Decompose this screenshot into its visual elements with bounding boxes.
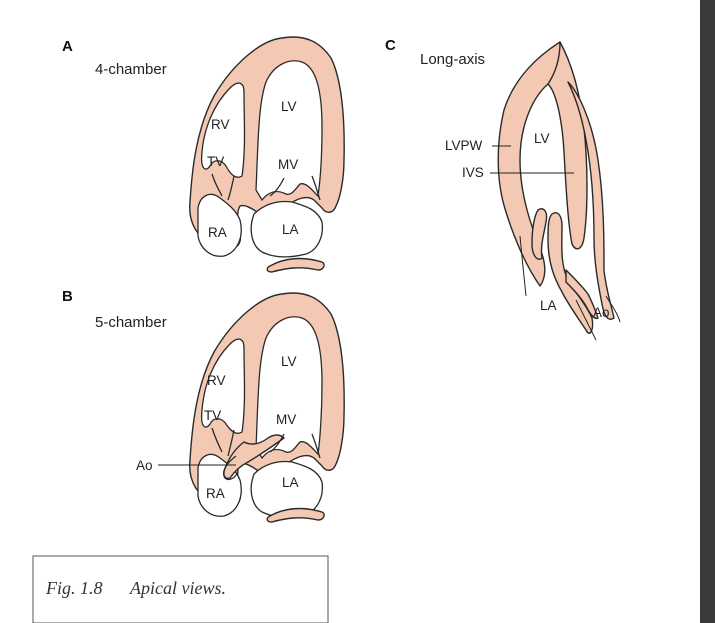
panel-a-lv-cavity	[255, 60, 323, 202]
panel-c-label-la: LA	[540, 298, 557, 313]
panel-c-posterior-mitral	[531, 208, 548, 260]
panel-c-posterior-wall	[497, 41, 562, 287]
panel-b-ao-loop	[222, 455, 239, 481]
panel-b-mv-leaflet	[269, 433, 321, 459]
panel-a-mv-leaflet	[269, 175, 321, 201]
panel-a-la-cavity	[250, 200, 324, 258]
panel-b-label-rv: RV	[207, 373, 226, 388]
panel-c-aortic-wall	[565, 269, 599, 320]
panel-c-anterior-wall	[567, 81, 615, 320]
panel-b-label-tv: TV	[204, 408, 221, 423]
panel-a-base-fragment	[266, 257, 325, 273]
panel-a-label-la: LA	[282, 222, 299, 237]
panel-a-ra-cavity	[197, 193, 242, 257]
panel-b-letter: B	[62, 288, 73, 305]
panel-b: B 5-chamber RV LV TV MV Ao RA LA	[62, 288, 345, 523]
panel-a-title: 4-chamber	[95, 61, 167, 78]
panel-c-la-wall-left	[519, 235, 527, 297]
panel-a-label-ra: RA	[208, 225, 227, 240]
panel-a-label-lv: LV	[281, 99, 297, 114]
panel-c-label-lv: LV	[534, 131, 550, 146]
panel-b-lv-cavity	[255, 316, 323, 460]
panel-b-label-lv: LV	[281, 354, 297, 369]
panel-a-letter: A	[62, 38, 73, 55]
caption-box	[32, 555, 329, 623]
panel-b-base-fragment	[266, 507, 325, 523]
caption-text: Apical views.	[129, 578, 226, 598]
page-edge-shadow	[700, 0, 715, 623]
caption-fig-number: Fig. 1.8	[45, 578, 103, 598]
panel-b-tv-leaflet	[211, 427, 235, 457]
panel-a-tv-leaflet	[211, 173, 235, 201]
panel-b-label-ao: Ao	[136, 458, 153, 473]
panel-c-letter: C	[385, 37, 396, 54]
panel-c-label-ao: Ao	[593, 305, 610, 320]
panel-b-la-cavity	[250, 460, 324, 518]
panel-a: A 4-chamber RV LV TV MV RA LA	[62, 36, 345, 273]
panel-c-la-wall-right	[575, 299, 597, 341]
panel-b-rv-cavity	[200, 338, 246, 434]
panel-a-rv-cavity	[200, 82, 246, 178]
panel-c-label-lvpw: LVPW	[445, 138, 483, 153]
panel-b-label-la: LA	[282, 475, 299, 490]
panel-b-label-mv: MV	[276, 412, 296, 427]
panel-c-title: Long-axis	[420, 51, 485, 68]
panel-c: C Long-axis LVPW IVS LV LA Ao	[385, 37, 621, 341]
figure-caption: Fig. 1.8 Apical views.	[32, 555, 329, 623]
panel-a-label-mv: MV	[278, 157, 298, 172]
panel-a-label-rv: RV	[211, 117, 230, 132]
panel-c-ao-wall	[605, 295, 621, 323]
panel-c-label-ivs: IVS	[462, 165, 484, 180]
panel-b-label-ra: RA	[206, 486, 225, 501]
panel-a-label-tv: TV	[207, 154, 224, 169]
panel-b-title: 5-chamber	[95, 314, 167, 331]
